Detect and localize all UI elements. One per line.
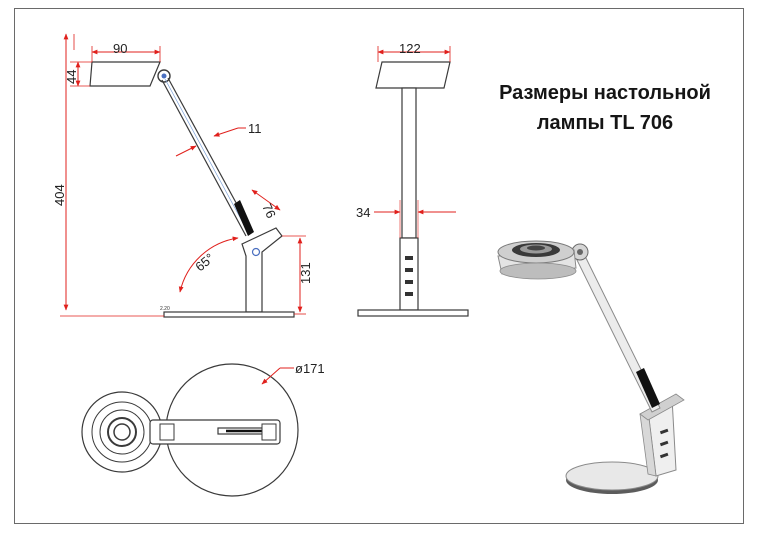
dim-total-height: 404 xyxy=(52,184,67,206)
dim-head-width-front: 122 xyxy=(399,41,421,56)
lamp-head-side xyxy=(89,61,161,87)
base-column-side xyxy=(241,227,283,313)
lamp-render xyxy=(497,240,685,494)
dim-joint-size: 76 xyxy=(259,201,279,220)
top-view: ø171 xyxy=(81,361,325,497)
drawing-frame xyxy=(14,8,744,524)
render-base xyxy=(565,461,659,491)
dim-base-column-height: 131 xyxy=(298,262,313,284)
title-line-1: Размеры настольной xyxy=(499,82,711,104)
column-front xyxy=(401,87,417,239)
title-line-2: лампы TL 706 xyxy=(536,112,674,134)
side-view: 90 44 404 11 76 65° 131 2.20 xyxy=(52,33,313,318)
arm-joint-dark xyxy=(234,200,254,236)
lamp-head-front xyxy=(375,61,451,89)
front-view: 122 34 xyxy=(356,41,469,317)
dim-column-width: 34 xyxy=(356,205,370,220)
dim-base-diameter: ø171 xyxy=(295,361,325,376)
dim-head-width-side: 90 xyxy=(113,41,127,56)
base-front xyxy=(357,309,469,317)
dim-arm-thickness: 11 xyxy=(248,121,262,136)
drawing-title: Размеры настольной лампы TL 706 xyxy=(470,78,740,138)
dim-arm-angle: 65° xyxy=(192,250,217,274)
dim-base-thickness: 2.20 xyxy=(160,306,170,312)
base-side xyxy=(163,311,295,318)
arm-top xyxy=(149,419,281,445)
column-base-front xyxy=(399,237,419,311)
